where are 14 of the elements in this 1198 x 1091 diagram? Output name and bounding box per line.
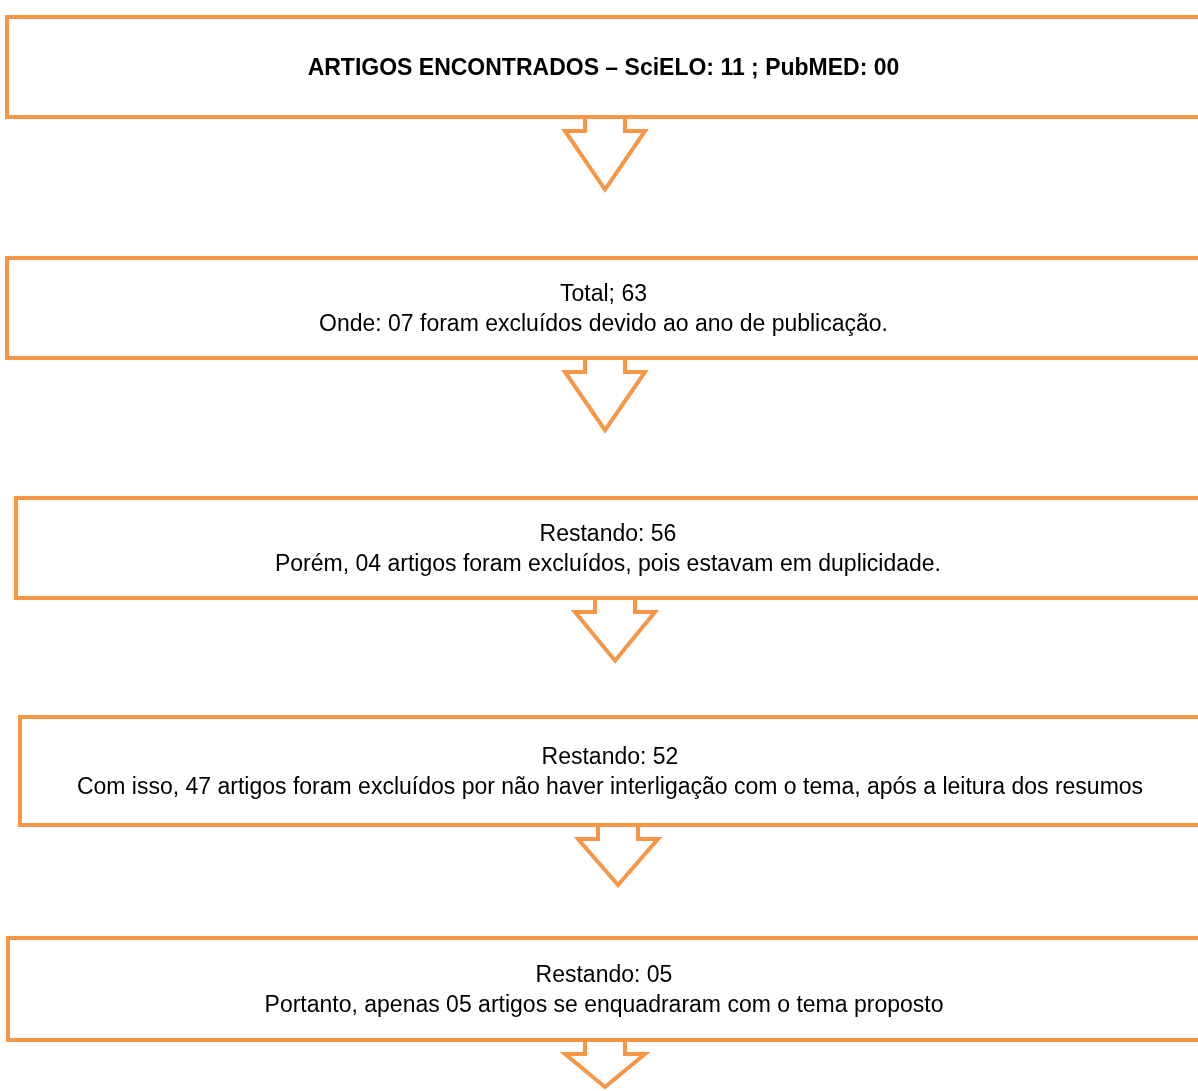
box-heading: Restando: 05 <box>535 960 673 989</box>
box-text: Porém, 04 artigos foram excluídos, pois estavam em duplicidade. <box>274 549 941 578</box>
box-text: Portanto, apenas 05 artigos se enquadraram com o tema proposto <box>264 990 944 1019</box>
process-box <box>6 936 1198 1042</box>
box-text: Onde: 07 foram excluídos devido ao ano de publicação. <box>319 309 888 338</box>
box-heading: ARTIGOS ENCONTRADOS – SciELO: 11 ; PubMED: 00 <box>307 53 900 82</box>
process-box <box>14 496 1198 600</box>
process-box <box>5 256 1198 360</box>
box-heading: Restando: 56 <box>539 519 677 548</box>
box-heading: Total; 63 <box>560 279 647 308</box>
process-box <box>5 15 1198 119</box>
process-box <box>18 715 1198 827</box>
box-heading: Restando: 52 <box>541 742 679 771</box>
box-text: Com isso, 47 artigos foram excluídos por não haver interligação com o tema, após a leitura dos resumos <box>76 772 1144 801</box>
